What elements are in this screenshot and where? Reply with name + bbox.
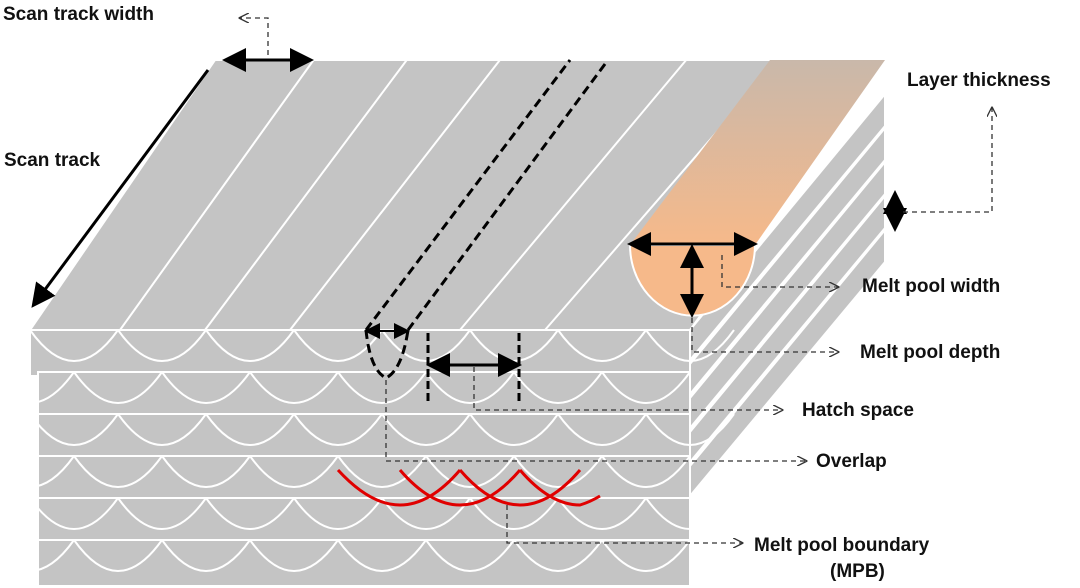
melt-pool-scallop: [205, 329, 295, 362]
melt-pool-scallop: [513, 371, 603, 404]
layer-row: [37, 497, 691, 545]
dashed-track: [364, 59, 610, 380]
scan-track-line: [459, 59, 687, 331]
melt-pool-scallop: [557, 329, 647, 362]
melt-pool-scallop: [293, 329, 383, 362]
melt-pool-scallop: [601, 455, 691, 488]
melt-pool-scallop: [293, 497, 383, 530]
melt-pool-scallop: [0, 539, 75, 572]
melt-pool-scallop: [29, 497, 119, 530]
melt-pool-scallop: [645, 497, 735, 530]
melt-pool-scallop: [161, 455, 251, 488]
melt-pool-scallop: [293, 413, 383, 446]
melt-pool-scallop: [205, 413, 295, 446]
melt-pool-scallop: [73, 539, 163, 572]
layer-row: [37, 539, 691, 587]
melt-pool-scallop: [29, 413, 119, 446]
label-layer-thickness: Layer thickness: [907, 70, 1051, 91]
melt-pool-scallop: [161, 371, 251, 404]
scan-track-line: [204, 59, 408, 331]
melt-pool-scallop: [557, 497, 647, 530]
label-melt-pool-depth: Melt pool depth: [860, 342, 1001, 363]
melt-pool-scallop: [381, 497, 471, 530]
melt-pool-scallop: [29, 329, 119, 362]
melt-pool-scallop: [557, 413, 647, 446]
scan-track-line: [289, 59, 501, 331]
layer-row: [37, 413, 691, 461]
melt-pool-scallop: [117, 329, 207, 362]
melt-pool-scallop: [645, 329, 735, 362]
highlighted-track: [630, 60, 885, 245]
melt-pool-scallop: [117, 497, 207, 530]
label-scan-track-width: Scan track width: [3, 4, 154, 25]
melt-pool-scallop: [513, 539, 603, 572]
melt-pool-scallop: [73, 455, 163, 488]
melt-pool-scallop: [469, 413, 559, 446]
melt-pool-scallop: [249, 539, 339, 572]
leader-lines: [240, 18, 992, 543]
melt-pool-scallop: [337, 371, 427, 404]
layer-row: [37, 371, 691, 419]
melt-pool-scallop: [117, 413, 207, 446]
label-hatch-space: Hatch space: [802, 400, 914, 421]
label-melt-pool-width: Melt pool width: [862, 276, 1001, 297]
melt-pool-scallop: [513, 455, 603, 488]
melt-pool-scallop: [425, 455, 515, 488]
melt-pool-scallop: [645, 413, 735, 446]
melt-pool-scallop: [161, 539, 251, 572]
label-melt-pool-boundary: Melt pool boundary: [754, 535, 930, 556]
melt-pool-scallop: [337, 455, 427, 488]
label-overlap: Overlap: [816, 451, 887, 472]
melt-pool-scallop: [425, 371, 515, 404]
melt-pool-scallop: [337, 539, 427, 572]
melt-pool-scallop: [73, 371, 163, 404]
melt-pool-scallop: [601, 371, 691, 404]
label-scan-track: Scan track: [4, 150, 101, 171]
melt-pool-scallop: [381, 413, 471, 446]
front-face: [0, 329, 735, 587]
mpb-arcs: [336, 468, 601, 507]
label-mpb: (MPB): [830, 561, 885, 582]
melt-pool-scallop: [469, 497, 559, 530]
melt-pool-scallop: [0, 455, 75, 488]
layer-row: [37, 455, 691, 503]
measurement-arrows: [31, 48, 907, 403]
melt-pool-scallop: [205, 497, 295, 530]
melt-pool-scallop: [249, 371, 339, 404]
melt-pool-scallop: [0, 371, 75, 404]
melt-pool-scallop: [249, 455, 339, 488]
scan-track-line: [119, 59, 315, 331]
melt-pool-scallop: [425, 539, 515, 572]
melt-pool-scallop: [601, 539, 691, 572]
